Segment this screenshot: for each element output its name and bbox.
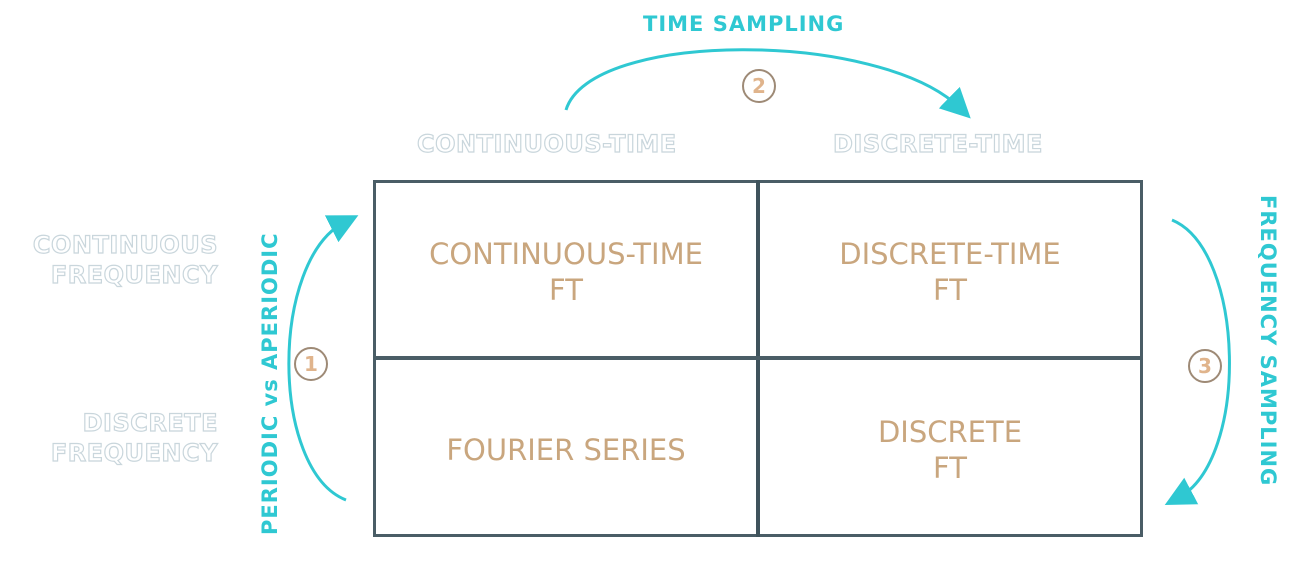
cell-line: FT bbox=[933, 273, 967, 307]
step-3-badge: 3 bbox=[1188, 349, 1222, 383]
cell-line: FT bbox=[549, 273, 583, 307]
row-header-line: DISCRETE bbox=[82, 408, 218, 437]
column-header-continuous-time: CONTINUOUS-TIME bbox=[416, 129, 677, 158]
row-header-line: FREQUENCY bbox=[50, 438, 218, 467]
cell-continuous-time-ft: CONTINUOUS-TIME FT bbox=[376, 236, 756, 308]
row-header-line: CONTINUOUS bbox=[32, 230, 218, 259]
periodic-arrow bbox=[287, 215, 359, 502]
row-header-continuous-frequency: CONTINUOUS FREQUENCY bbox=[32, 230, 218, 290]
cell-line: FOURIER SERIES bbox=[446, 433, 686, 467]
time-sampling-label: TIME SAMPLING bbox=[643, 12, 845, 36]
frequency-sampling-label: FREQUENCY SAMPLING bbox=[1256, 195, 1280, 487]
cell-line: DISCRETE bbox=[877, 415, 1023, 449]
cell-fourier-series: FOURIER SERIES bbox=[376, 432, 756, 468]
periodic-vs-aperiodic-label: PERIODIC vs APERIODIC bbox=[258, 232, 282, 535]
step-1-badge: 1 bbox=[294, 347, 328, 381]
time-sampling-arrow bbox=[564, 48, 971, 119]
frequency-sampling-arrow bbox=[1164, 218, 1231, 506]
grid-divider-horizontal bbox=[373, 356, 1143, 360]
step-2-badge: 2 bbox=[742, 69, 776, 103]
row-header-discrete-frequency: DISCRETE FREQUENCY bbox=[50, 408, 218, 468]
row-header-line: FREQUENCY bbox=[50, 260, 218, 289]
cell-line: CONTINUOUS-TIME bbox=[429, 237, 703, 271]
cell-discrete-time-ft: DISCRETE-TIME FT bbox=[760, 236, 1140, 308]
cell-line: FT bbox=[933, 451, 967, 485]
column-header-discrete-time: DISCRETE-TIME bbox=[832, 129, 1043, 158]
cell-discrete-ft: DISCRETE FT bbox=[760, 414, 1140, 486]
cell-line: DISCRETE-TIME bbox=[839, 237, 1061, 271]
